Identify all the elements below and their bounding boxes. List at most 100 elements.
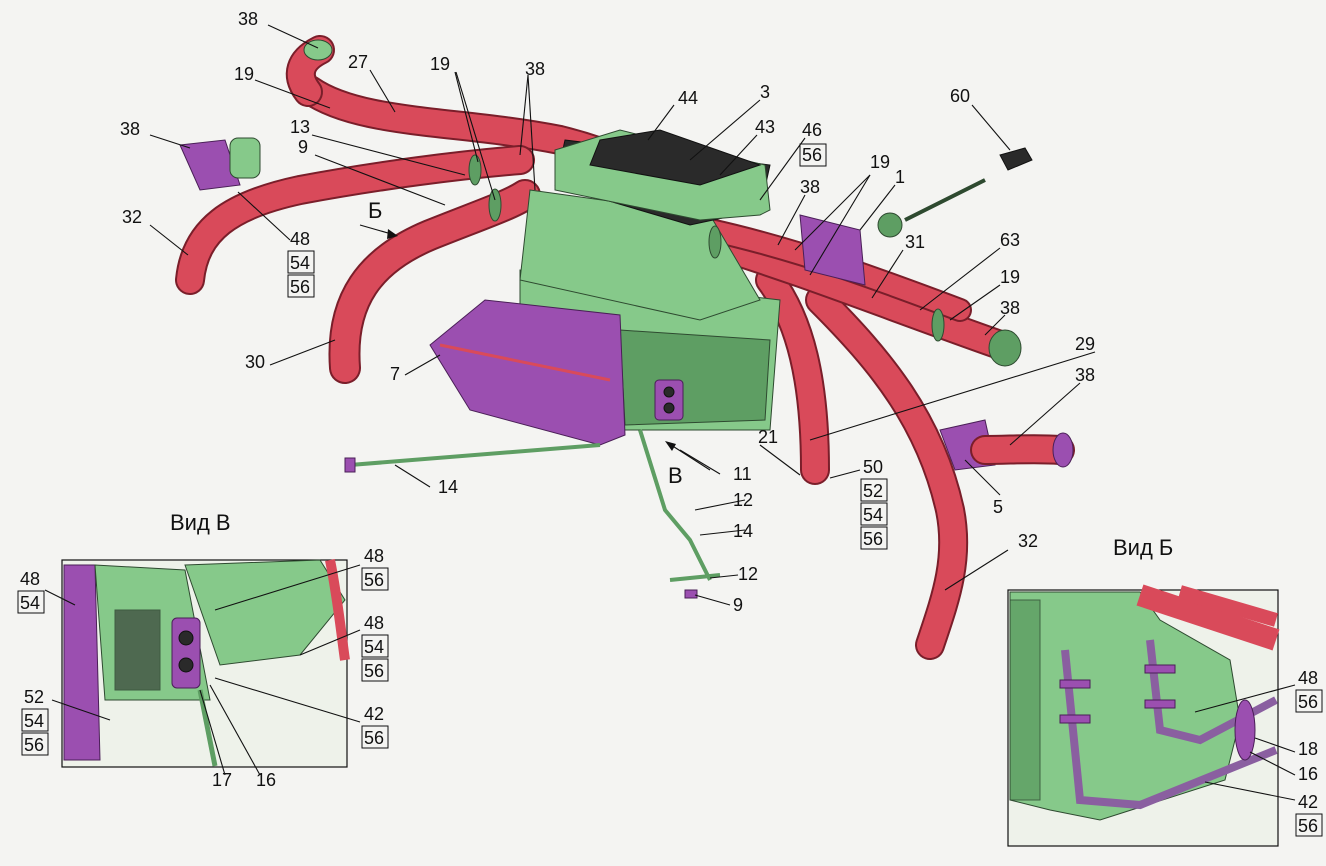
- hose-clamps: [468, 154, 945, 342]
- callout: 17: [212, 770, 232, 790]
- duct-38-left: [179, 137, 261, 191]
- view-v-title: Вид В: [170, 510, 231, 535]
- callout: 38: [238, 9, 258, 29]
- callout: 56: [1298, 816, 1318, 836]
- callout: 32: [1018, 531, 1038, 551]
- callout-box: [21, 732, 49, 756]
- hose-32-right: [805, 285, 969, 660]
- hose-32-left: [175, 145, 535, 295]
- callout: 50: [863, 457, 883, 477]
- callout-box: [361, 567, 389, 591]
- callout-box: [361, 658, 389, 682]
- callout-box: [21, 708, 49, 732]
- callout: 56: [364, 728, 384, 748]
- callout: 60: [950, 86, 970, 106]
- callout-box: [860, 478, 888, 502]
- inset-view-b: [1007, 584, 1296, 847]
- callout: 54: [290, 253, 310, 273]
- callout: 43: [755, 117, 775, 137]
- callout-box: [860, 502, 888, 526]
- callout: 54: [24, 711, 44, 731]
- callout-box: [287, 250, 315, 274]
- callout: 38: [1000, 298, 1020, 318]
- hose-30: [328, 179, 541, 384]
- callout: 48: [364, 546, 384, 566]
- callout: 32: [122, 207, 142, 227]
- callout: 38: [1075, 365, 1095, 385]
- arrow-v-letter: В: [668, 463, 683, 488]
- callout: 42: [364, 704, 384, 724]
- callout: 56: [863, 529, 883, 549]
- callout: 19: [870, 152, 890, 172]
- callout: 27: [348, 52, 368, 72]
- callout-box: [361, 725, 389, 749]
- callout: 30: [245, 352, 265, 372]
- callout: 14: [733, 521, 753, 541]
- callout: 11: [733, 464, 752, 484]
- callout: 56: [364, 661, 384, 681]
- callout: 5: [993, 497, 1003, 517]
- duct-7: [429, 299, 626, 446]
- callout: 54: [20, 593, 40, 613]
- inset-view-v-callouts: 48 54 48 56 48 54 56 52 54 56 42 56 17 1…: [17, 546, 389, 790]
- callout: 38: [800, 177, 820, 197]
- callout-box: [1295, 689, 1323, 713]
- callout: 46: [802, 120, 822, 140]
- callout-box: [287, 274, 315, 298]
- callout: 38: [525, 59, 545, 79]
- view-b-title: Вид Б: [1113, 535, 1173, 560]
- callout: 31: [905, 232, 925, 252]
- callout: 56: [290, 277, 310, 297]
- callout: 19: [234, 64, 254, 84]
- callout: 63: [1000, 230, 1020, 250]
- callout: 52: [24, 687, 44, 707]
- leader-lines: [149, 24, 1096, 606]
- callout: 14: [438, 477, 458, 497]
- callout: 56: [802, 145, 822, 165]
- callout: 54: [863, 505, 883, 525]
- callout: 48: [20, 569, 40, 589]
- inset-view-v: [44, 559, 361, 776]
- callout: 18: [1298, 739, 1318, 759]
- callout: 7: [390, 364, 400, 384]
- callout: 13: [290, 117, 310, 137]
- arrow-v: В: [665, 441, 711, 488]
- callout-box: [361, 634, 389, 658]
- callout: 56: [24, 735, 44, 755]
- arrow-b-letter: Б: [368, 198, 382, 223]
- callout: 54: [364, 637, 384, 657]
- callout: 12: [733, 490, 753, 510]
- callout: 29: [1075, 334, 1095, 354]
- callout: 3: [760, 82, 770, 102]
- callout: 9: [298, 137, 308, 157]
- callout: 52: [863, 481, 883, 501]
- callout: 42: [1298, 792, 1318, 812]
- callout: 19: [1000, 267, 1020, 287]
- callout-box: [799, 143, 827, 167]
- callout: 19: [430, 54, 450, 74]
- callout: 38: [120, 119, 140, 139]
- callout-box: [17, 590, 45, 614]
- callout-box: [1295, 813, 1323, 837]
- callout: 12: [738, 564, 758, 584]
- callout: 56: [364, 570, 384, 590]
- callout: 16: [256, 770, 276, 790]
- duct-38-right: [939, 419, 1075, 471]
- callout: 21: [758, 427, 778, 447]
- callout-box: [860, 526, 888, 550]
- hose-31: [685, 225, 1022, 367]
- callout: 9: [733, 595, 743, 615]
- callouts-main: 38 27 19 19 38 44 3 43 46 56 60 13 9 38 …: [120, 9, 1095, 615]
- callout: 56: [1298, 692, 1318, 712]
- callout: 44: [678, 88, 698, 108]
- inset-view-b-callouts: 48 56 18 16 42 56: [1295, 668, 1323, 837]
- callout: 1: [895, 167, 905, 187]
- arrow-b: Б: [359, 198, 398, 239]
- control-rods: [344, 429, 721, 599]
- callout: 48: [1298, 668, 1318, 688]
- callout: 16: [1298, 764, 1318, 784]
- part-60-and-rod: [877, 147, 1033, 238]
- callout: 48: [290, 229, 310, 249]
